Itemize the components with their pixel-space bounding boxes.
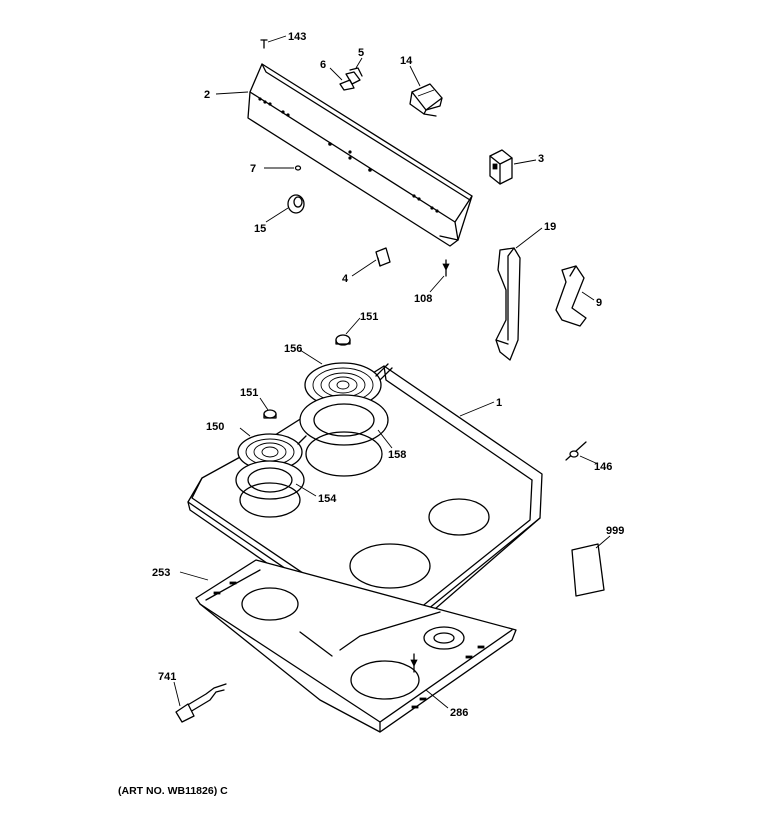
callout-286: 286	[450, 707, 468, 719]
callout-2: 2	[204, 89, 210, 101]
callout-19: 19	[544, 221, 556, 233]
callout-146: 146	[594, 461, 612, 473]
callout-999: 999	[606, 525, 624, 537]
screw-icon	[410, 653, 418, 673]
callout-156: 156	[284, 343, 302, 355]
callout-6: 6	[320, 59, 326, 71]
callout-151-top: 151	[360, 311, 378, 323]
control-panel-backsplash	[247, 63, 473, 247]
callout-4: 4	[342, 273, 349, 285]
drip-pan-small	[235, 460, 305, 518]
screw-icon	[442, 259, 450, 277]
callout-108: 108	[414, 293, 432, 305]
callout-158: 158	[388, 449, 406, 461]
ring-cap-icon	[263, 409, 277, 419]
callout-9: 9	[596, 297, 602, 309]
screw-icon	[294, 165, 302, 171]
handle-bracket-icon	[555, 265, 587, 327]
callout-151-bottom: 151	[240, 387, 258, 399]
screw-icon	[565, 441, 587, 461]
literature-icon	[571, 543, 605, 597]
callout-253: 253	[152, 567, 170, 579]
burner-box	[195, 559, 517, 733]
switch-icon	[409, 83, 443, 117]
knob-icon	[287, 194, 305, 214]
callout-154: 154	[318, 493, 337, 505]
drip-pan-large	[299, 394, 389, 477]
callout-3: 3	[538, 153, 544, 165]
power-cord-icon	[175, 683, 227, 723]
callout-143: 143	[288, 31, 306, 43]
callout-150: 150	[206, 421, 224, 433]
callout-741: 741	[158, 671, 176, 683]
terminal-block-icon	[489, 149, 513, 185]
ring-cap-icon	[335, 334, 351, 346]
callout-7: 7	[250, 163, 256, 175]
leader-lines	[173, 35, 611, 709]
art-number: (ART NO. WB11826) C	[118, 785, 228, 797]
callout-15: 15	[254, 223, 266, 235]
screw-icon	[260, 39, 268, 49]
bracket-icon	[495, 247, 521, 361]
knob-bracket-icon	[375, 247, 391, 267]
callout-labels: 143 5 6 14 2 3 7 15 19 4 108 9 151 156 1…	[152, 31, 624, 719]
callout-5: 5	[358, 47, 364, 59]
clip-icon	[339, 67, 363, 91]
callout-1: 1	[496, 397, 502, 409]
callout-14: 14	[400, 55, 413, 67]
